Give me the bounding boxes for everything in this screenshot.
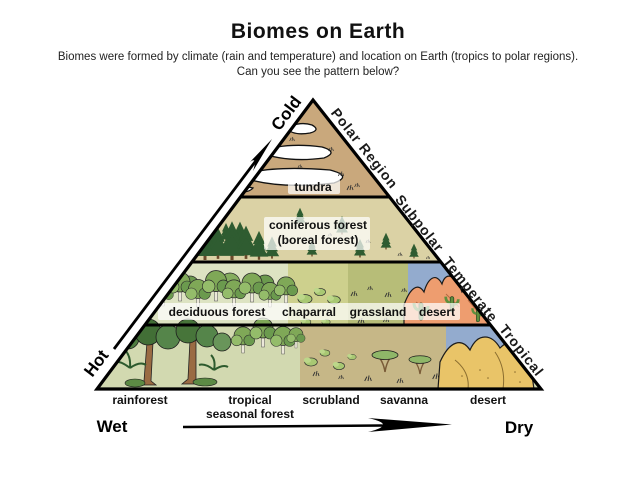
axis-label-wet: Wet <box>97 417 128 436</box>
bottom-biome-labels: rainforest tropical seasonal forest scru… <box>112 393 506 421</box>
page-title: Biomes on Earth <box>230 20 406 43</box>
biome-label-savanna: savanna <box>380 393 428 407</box>
coniferous-label-backing <box>264 217 370 250</box>
biome-label-grassland: grassland <box>350 305 407 319</box>
biome-label-tropical-desert: desert <box>470 393 506 407</box>
temperate-labels-backing <box>158 303 460 320</box>
biome-label-seasonal-line1: tropical <box>228 393 271 407</box>
deciduous-trees-illustration <box>152 270 299 308</box>
biome-label-scrubland: scrubland <box>302 393 359 407</box>
axis-label-dry: Dry <box>505 418 534 437</box>
biome-label-chaparral: chaparral <box>282 305 336 319</box>
subtitle-line-2: Can you see the pattern below? <box>236 66 400 78</box>
moisture-arrow-shaft <box>182 424 391 429</box>
band-divider-lines <box>139 195 496 327</box>
biome-label-coniferous-line2: (boreal forest) <box>278 233 359 247</box>
temperature-arrow-shaft <box>112 157 260 350</box>
subtitle-line-1: Biomes were formed by climate (rain and … <box>57 51 579 63</box>
temperature-arrow-head <box>250 139 272 171</box>
biome-label-seasonal-line2: seasonal forest <box>206 407 294 421</box>
biome-label-temperate-desert: desert <box>419 305 455 319</box>
moisture-arrow-head <box>368 418 452 432</box>
moisture-axis: Wet Dry <box>97 417 534 437</box>
biome-label-rainforest: rainforest <box>112 393 167 407</box>
biome-label-deciduous: deciduous forest <box>169 305 266 319</box>
biome-label-tundra: tundra <box>294 180 332 194</box>
biome-label-coniferous-line1: coniferous forest <box>269 218 367 232</box>
pyramid-outline <box>93 97 545 391</box>
tundra-label-backing <box>288 179 340 194</box>
band-tropical <box>97 317 541 389</box>
